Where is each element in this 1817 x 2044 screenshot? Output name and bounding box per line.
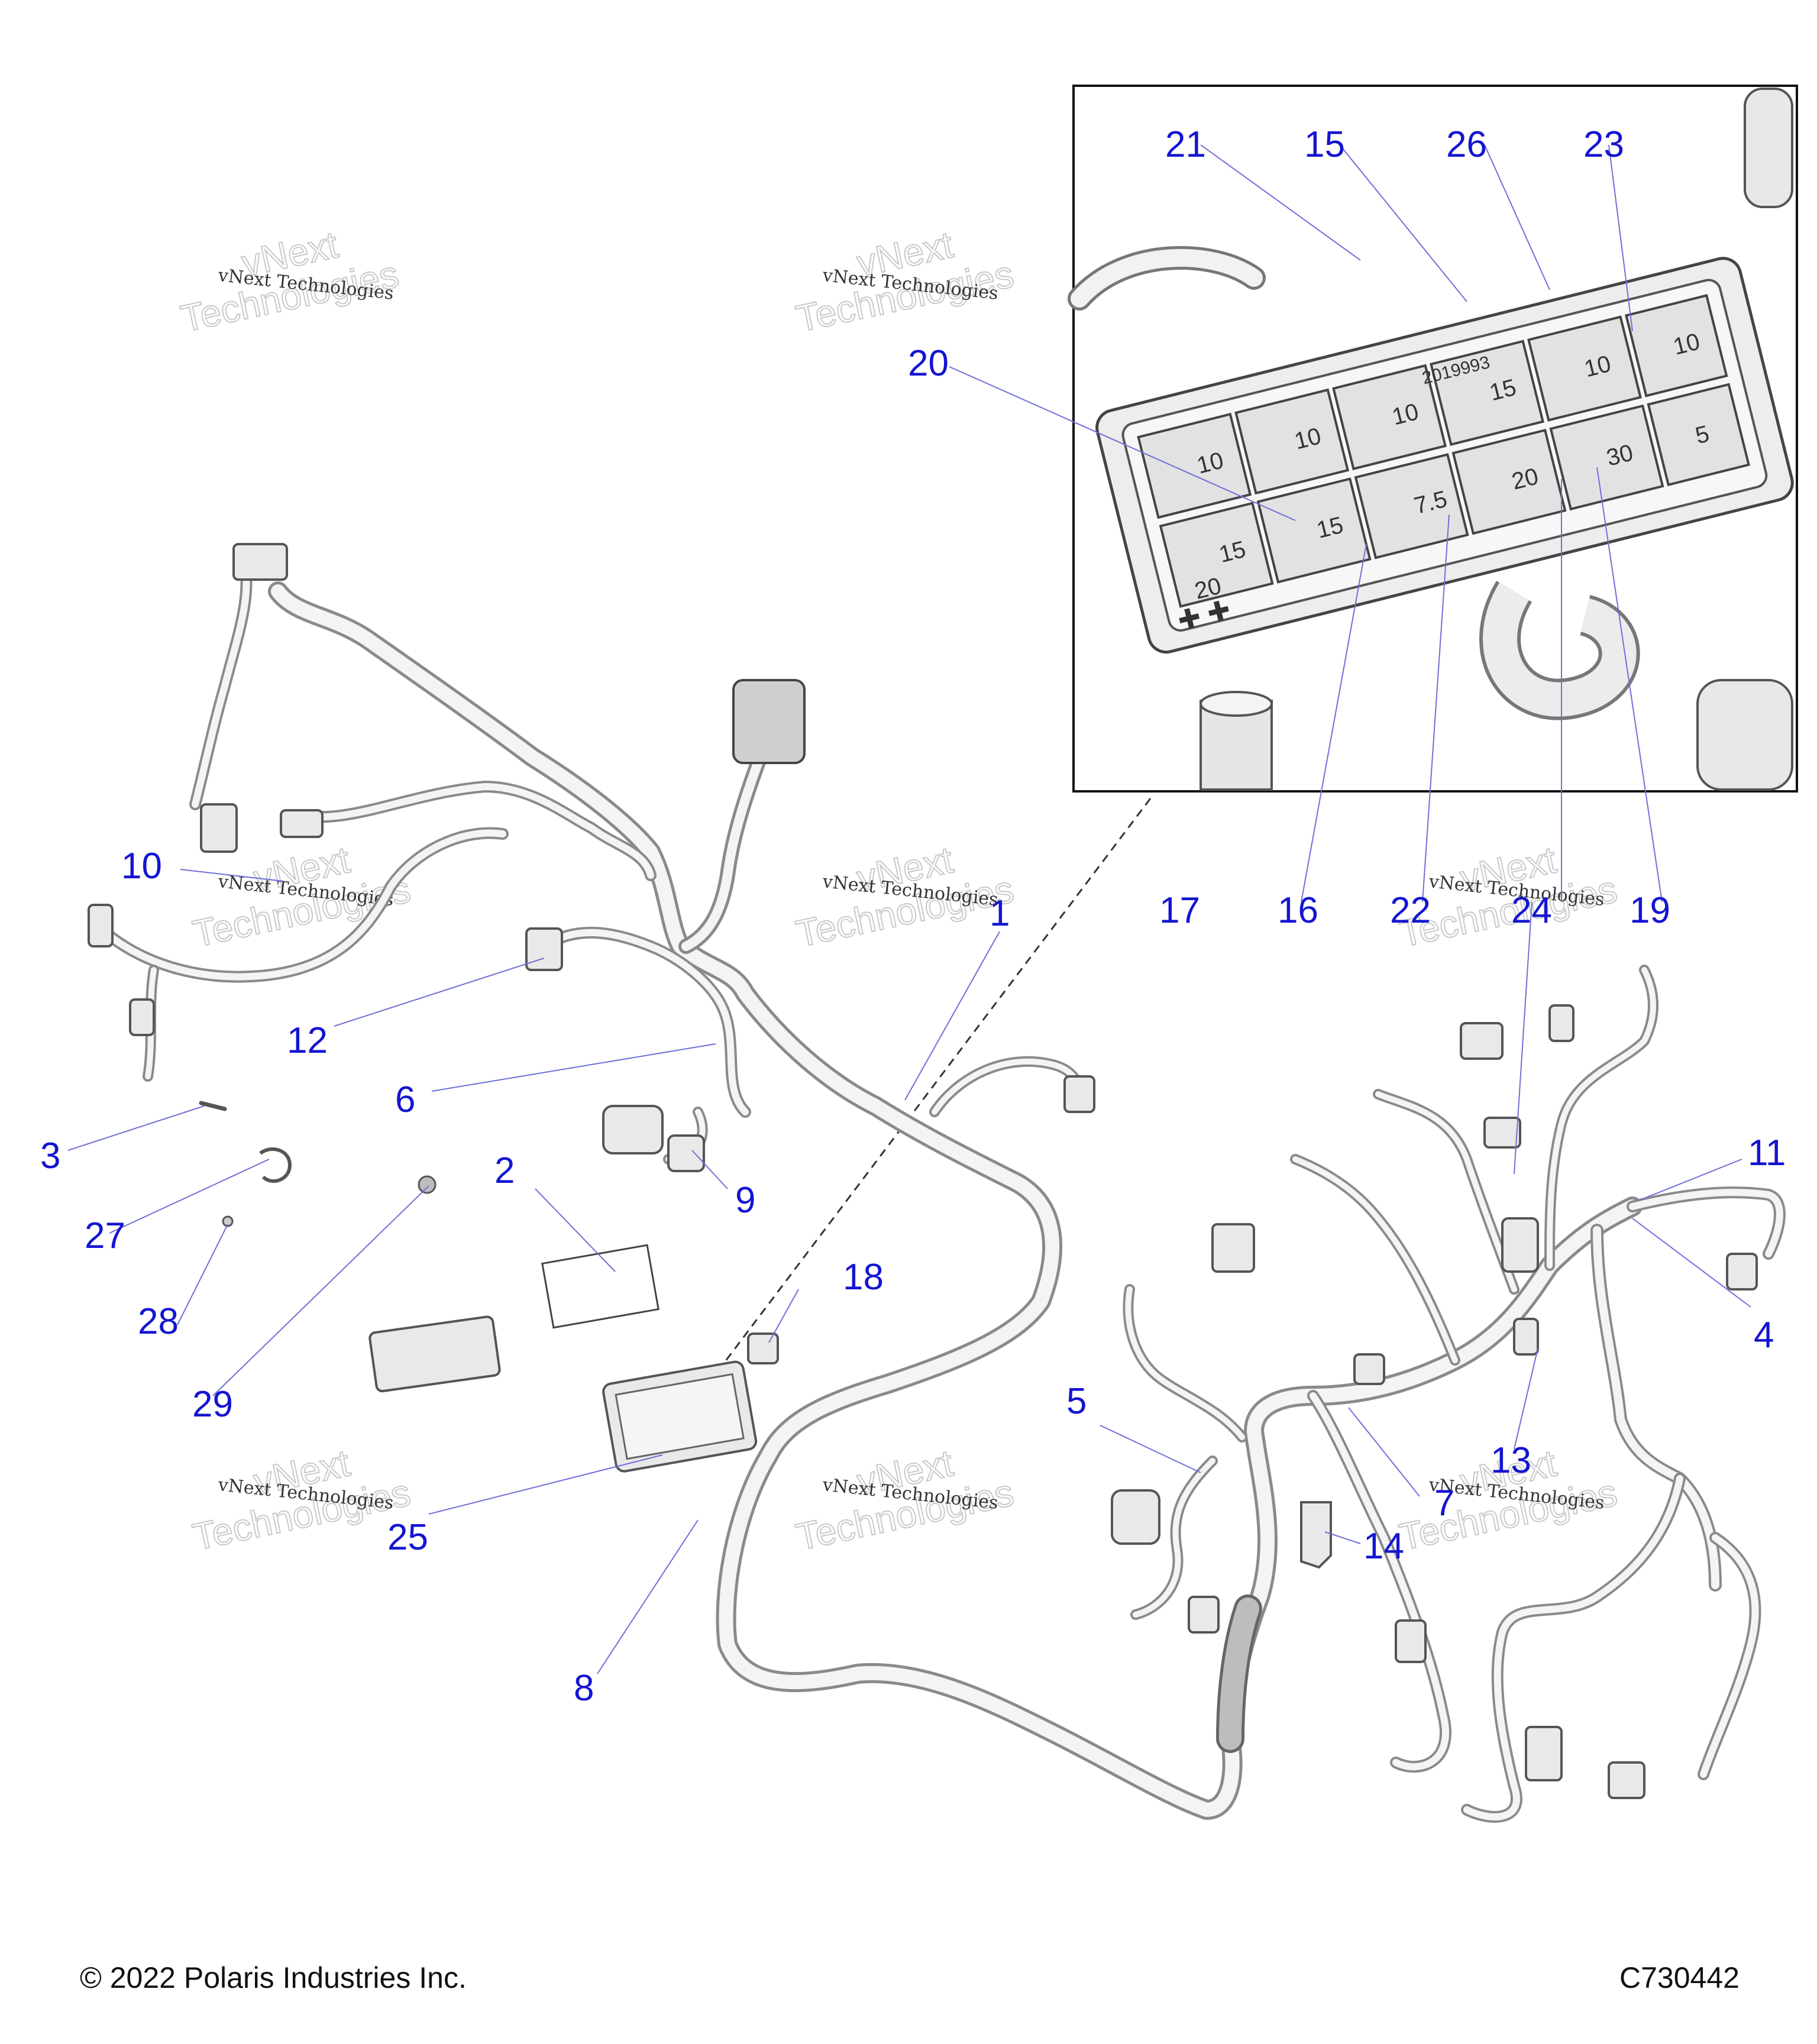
- connector: [1063, 1075, 1095, 1113]
- callout-20: 20: [908, 343, 949, 384]
- connector: [129, 998, 155, 1036]
- wiring-harness: [89, 550, 1786, 1823]
- label-decal: [541, 1244, 659, 1329]
- svg-text:10: 10: [1292, 423, 1324, 454]
- callout-2: 2: [494, 1150, 515, 1191]
- svg-text:10: 10: [1389, 399, 1421, 430]
- callout-14: 14: [1363, 1526, 1404, 1567]
- callout-11: 11: [1748, 1133, 1786, 1173]
- callout-17: 17: [1159, 890, 1200, 931]
- callout-8: 8: [574, 1668, 594, 1709]
- svg-text:15: 15: [1314, 512, 1346, 544]
- diagram-id: C730442: [1619, 1961, 1740, 1994]
- callout-27: 27: [85, 1215, 125, 1256]
- callout-15: 15: [1304, 124, 1345, 165]
- callout-7: 7: [1434, 1483, 1454, 1524]
- connector-13: [1513, 1318, 1539, 1356]
- fuse-box-inset: 10 10 10 15 10 10 15 15 7.5 20 30 5 20 2…: [1068, 85, 1798, 793]
- connector: [1608, 1761, 1645, 1799]
- callout-28: 28: [138, 1301, 179, 1342]
- callout-10: 10: [121, 846, 162, 887]
- callout-22: 22: [1390, 890, 1431, 931]
- callout-24: 24: [1511, 890, 1552, 931]
- svg-text:10: 10: [1671, 328, 1703, 360]
- callout-19: 19: [1630, 890, 1670, 931]
- connector: [1525, 1726, 1563, 1781]
- svg-text:20: 20: [1192, 573, 1224, 604]
- boot-14: [1300, 1501, 1332, 1569]
- connector: [88, 904, 114, 947]
- callout-26: 26: [1446, 124, 1487, 165]
- connector: [1483, 1117, 1521, 1149]
- connector: [280, 809, 324, 838]
- copyright-text: © 2022 Polaris Industries Inc.: [80, 1961, 467, 1994]
- leader-lines: [67, 144, 1751, 1674]
- connector: [1726, 1253, 1758, 1291]
- connector: [200, 803, 238, 853]
- svg-text:15: 15: [1217, 536, 1249, 568]
- connector-16: [1501, 1217, 1539, 1273]
- connector: [1460, 1022, 1504, 1060]
- callout-9: 9: [735, 1180, 755, 1221]
- callout-3: 3: [40, 1136, 60, 1176]
- callout-12: 12: [287, 1020, 328, 1061]
- callout-29: 29: [192, 1384, 233, 1425]
- svg-text:20: 20: [1509, 463, 1541, 494]
- svg-text:10: 10: [1194, 447, 1226, 478]
- callout-23: 23: [1583, 124, 1624, 165]
- connector: [232, 543, 288, 581]
- callout-5: 5: [1066, 1381, 1087, 1422]
- connector: [1395, 1619, 1427, 1663]
- connector: [1353, 1353, 1385, 1385]
- grommet: [418, 1175, 437, 1194]
- fuse-box: [602, 1360, 758, 1473]
- connector: [1188, 1596, 1220, 1634]
- callout-16: 16: [1278, 890, 1318, 931]
- svg-text:15: 15: [1487, 374, 1519, 406]
- callout-18: 18: [843, 1257, 884, 1298]
- connector-12: [525, 927, 563, 971]
- connector-9b: [667, 1134, 705, 1172]
- projection-line: [720, 798, 1152, 1367]
- connector: [1211, 1223, 1255, 1273]
- callout-25: 25: [387, 1517, 428, 1558]
- svg-text:10: 10: [1582, 351, 1614, 382]
- control-module: [368, 1315, 501, 1393]
- connectors: [88, 543, 1758, 1799]
- relay-18: [747, 1333, 779, 1364]
- connector-5: [1111, 1489, 1160, 1545]
- callout-1: 1: [990, 893, 1010, 934]
- connector-9: [602, 1105, 664, 1154]
- callout-21: 21: [1165, 124, 1206, 165]
- p-clamp: [259, 1147, 292, 1183]
- callout-4: 4: [1754, 1315, 1774, 1356]
- small-screw: [222, 1215, 234, 1227]
- callout-labels: 1 2 3 4 5 6 7 8 9 10 11 12 13 14 15 16 1…: [40, 124, 1786, 1709]
- callout-13: 13: [1491, 1440, 1531, 1481]
- push-pin: [199, 1101, 227, 1111]
- callout-6: 6: [395, 1079, 415, 1120]
- connector: [1548, 1004, 1574, 1042]
- svg-text:30: 30: [1604, 439, 1636, 471]
- connector-large: [732, 679, 806, 764]
